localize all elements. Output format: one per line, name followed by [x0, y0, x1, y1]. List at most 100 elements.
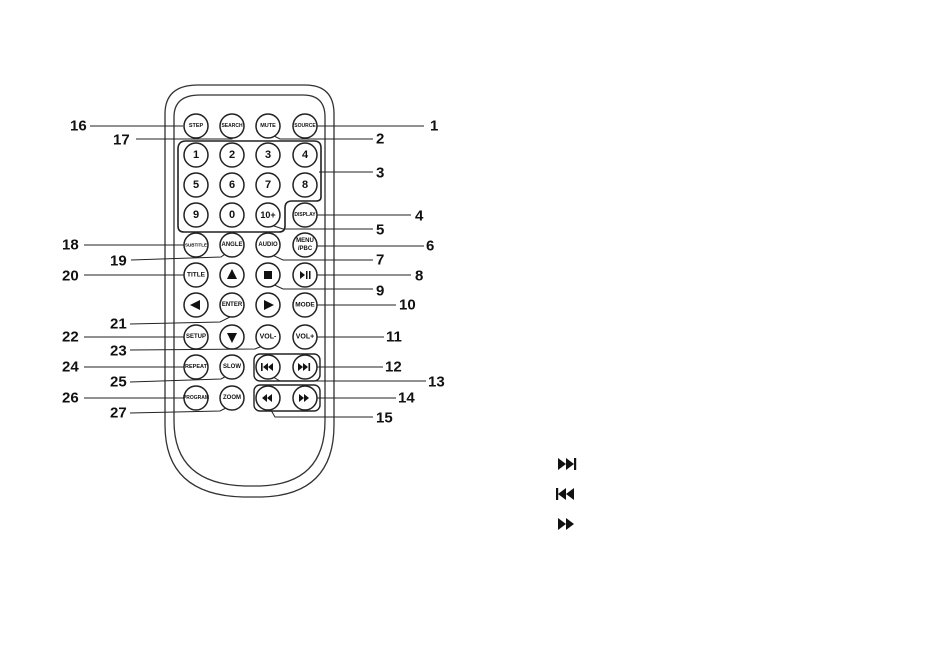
skip-previous-icon	[556, 488, 574, 500]
number-1-button[interactable]: 1	[184, 143, 208, 167]
number-5-button[interactable]: 5	[184, 173, 208, 197]
left-button[interactable]	[184, 293, 208, 317]
callout-12: 12	[385, 359, 402, 376]
fast-forward-button[interactable]	[293, 386, 317, 410]
angle-label: ANGLE	[222, 242, 243, 248]
zoom-button[interactable]: ZOOM	[220, 386, 244, 410]
zoom-label: ZOOM	[223, 395, 241, 401]
audio-label: AUDIO	[258, 242, 278, 248]
number-7-label: 7	[265, 179, 271, 191]
repeat-button[interactable]: REPEAT	[184, 355, 208, 379]
vol-plus-label: VOL+	[296, 334, 314, 341]
remote-buttons: STEP SEARCH MUTE SOURCE 1 2 3 4 5 6 7 8 …	[183, 114, 317, 410]
callout-8: 8	[415, 268, 423, 285]
callout-15: 15	[376, 410, 393, 427]
step-label: STEP	[189, 123, 204, 129]
up-button[interactable]	[220, 263, 244, 287]
program-label: PROGRAM	[183, 395, 209, 401]
fast-forward-icon	[558, 518, 574, 530]
source-button[interactable]: SOURCE	[293, 114, 317, 138]
number-9-button[interactable]: 9	[184, 203, 208, 227]
number-4-label: 4	[302, 149, 309, 161]
angle-button[interactable]: ANGLE	[220, 233, 244, 257]
callout-11: 11	[386, 329, 402, 346]
number-3-label: 3	[265, 149, 271, 161]
pbc-label: /PBC	[298, 246, 313, 252]
mode-button[interactable]: MODE	[293, 293, 317, 317]
step-button[interactable]: STEP	[184, 114, 208, 138]
callout-26: 26	[62, 390, 79, 407]
stop-button[interactable]	[256, 263, 280, 287]
number-6-button[interactable]: 6	[220, 173, 244, 197]
right-button[interactable]	[256, 293, 280, 317]
number-2-label: 2	[229, 149, 235, 161]
slow-button[interactable]: SLOW	[220, 355, 244, 379]
callout-27: 27	[110, 405, 127, 422]
number-3-button[interactable]: 3	[256, 143, 280, 167]
callout-20: 20	[62, 268, 79, 285]
number-4-button[interactable]: 4	[293, 143, 317, 167]
number-2-button[interactable]: 2	[220, 143, 244, 167]
title-button[interactable]: TITLE	[184, 263, 208, 287]
play-pause-button[interactable]	[293, 263, 317, 287]
number-0-button[interactable]: 0	[220, 203, 244, 227]
repeat-label: REPEAT	[185, 364, 208, 370]
leader-lines	[84, 126, 426, 417]
number-8-label: 8	[302, 179, 308, 191]
callout-5: 5	[376, 222, 384, 239]
callout-24: 24	[62, 359, 79, 376]
number-6-label: 6	[229, 179, 235, 191]
search-button[interactable]: SEARCH	[220, 114, 244, 138]
callout-9: 9	[376, 283, 384, 300]
number-0-label: 0	[229, 209, 235, 221]
program-button[interactable]: PROGRAM	[183, 386, 209, 410]
callout-19: 19	[110, 253, 127, 270]
number-8-button[interactable]: 8	[293, 173, 317, 197]
number-9-label: 9	[193, 209, 199, 221]
enter-label: ENTER	[222, 302, 243, 308]
mute-label: MUTE	[260, 123, 276, 129]
mute-button[interactable]: MUTE	[256, 114, 280, 138]
skip-previous-button[interactable]	[256, 355, 280, 379]
vol-plus-button[interactable]: VOL+	[293, 325, 317, 349]
rewind-button[interactable]	[256, 386, 280, 410]
number-10plus-button[interactable]: 10+	[256, 203, 280, 227]
slow-label: SLOW	[223, 364, 241, 370]
callout-22: 22	[62, 329, 79, 346]
subtitle-button[interactable]: SUBTITLE	[184, 233, 208, 257]
callout-16: 16	[70, 118, 87, 135]
callout-numbers: 1 2 3 4 5 6 7 8 9 10 11 12 13 14 15 16 1…	[62, 118, 445, 427]
mode-label: MODE	[295, 302, 315, 309]
callout-10: 10	[399, 297, 416, 314]
callout-6: 6	[426, 238, 434, 255]
skip-next-button[interactable]	[293, 355, 317, 379]
audio-button[interactable]: AUDIO	[256, 233, 280, 257]
title-label: TITLE	[187, 272, 206, 279]
menu-pbc-button[interactable]: MENU /PBC	[293, 233, 317, 257]
callout-3: 3	[376, 165, 384, 182]
vol-minus-button[interactable]: VOL-	[256, 325, 280, 349]
callout-1: 1	[430, 118, 438, 135]
setup-label: SETUP	[186, 334, 206, 340]
setup-button[interactable]: SETUP	[184, 325, 208, 349]
callout-23: 23	[110, 343, 127, 360]
callout-13: 13	[428, 374, 445, 391]
enter-button[interactable]: ENTER	[220, 293, 244, 317]
display-label: DISPLAY	[294, 212, 316, 218]
skip-next-icon	[558, 458, 576, 470]
callout-2: 2	[376, 131, 384, 148]
callout-18: 18	[62, 237, 79, 254]
display-button[interactable]: DISPLAY	[293, 203, 317, 227]
search-label: SEARCH	[221, 123, 243, 129]
callout-25: 25	[110, 374, 127, 391]
vol-minus-label: VOL-	[260, 334, 277, 341]
down-button[interactable]	[220, 325, 244, 349]
number-10plus-label: 10+	[260, 210, 275, 220]
number-5-label: 5	[193, 179, 199, 191]
callout-4: 4	[415, 208, 424, 225]
callout-14: 14	[398, 390, 415, 407]
number-1-label: 1	[193, 149, 199, 161]
number-7-button[interactable]: 7	[256, 173, 280, 197]
callout-17: 17	[113, 132, 130, 149]
